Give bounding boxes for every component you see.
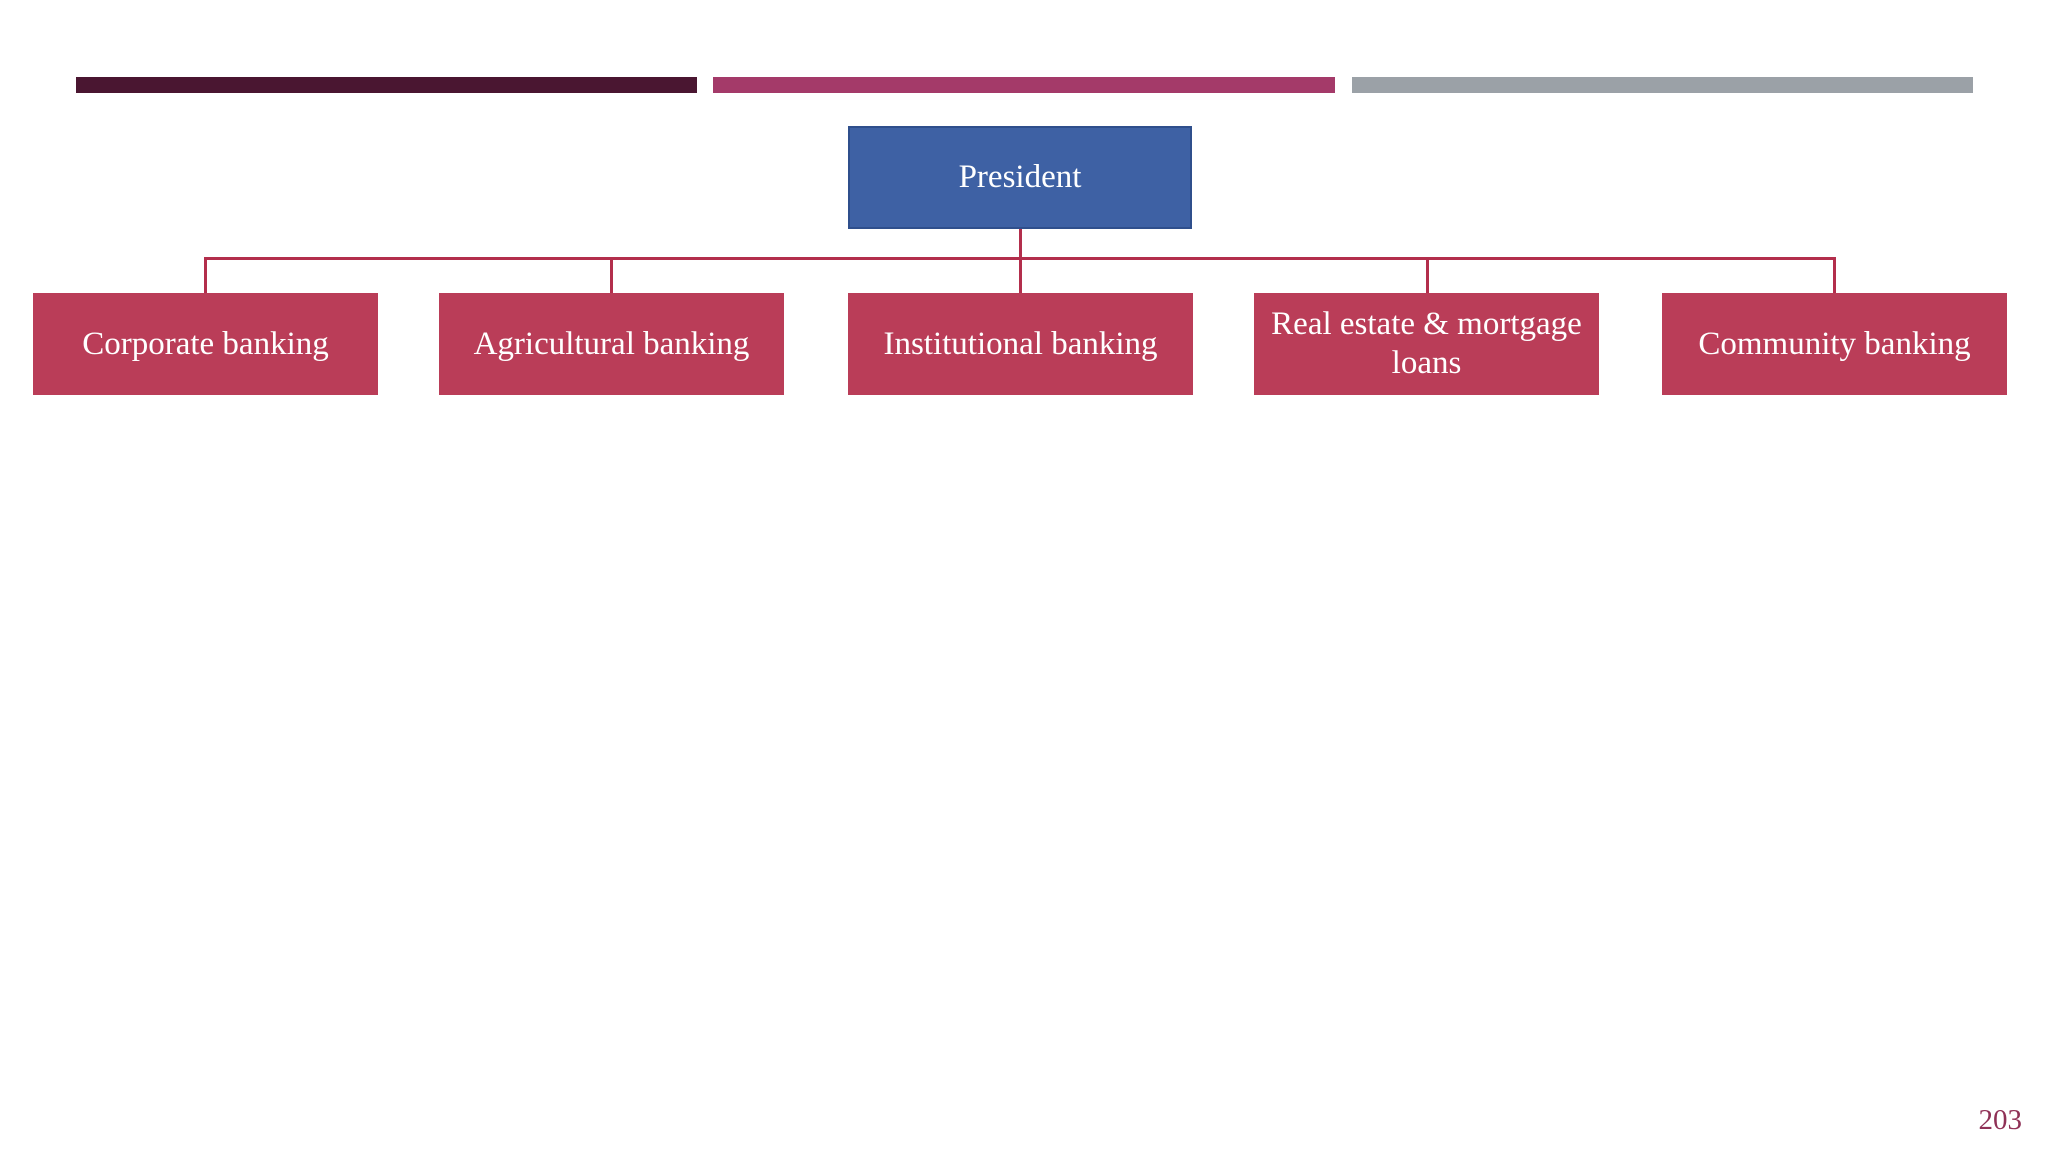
org-node-real-estate-mortgage-loans-label: Real estate & mortgage loans: [1271, 306, 1582, 381]
org-node-community-banking-label: Community banking: [1698, 325, 1971, 362]
connector-drop-agricultural: [610, 258, 613, 294]
org-node-community-banking: Community banking: [1662, 293, 2007, 395]
org-node-corporate-banking-label: Corporate banking: [82, 325, 329, 362]
org-node-agricultural-banking-label: Agricultural banking: [473, 325, 750, 362]
org-node-institutional-banking-label: Institutional banking: [883, 325, 1158, 362]
org-node-corporate-banking: Corporate banking: [33, 293, 378, 395]
header-bar-gray: [1352, 77, 1973, 93]
org-node-institutional-banking: Institutional banking: [848, 293, 1193, 395]
header-bar-dark: [76, 77, 697, 93]
connector-drop-real-estate: [1426, 258, 1429, 294]
connector-drop-community: [1833, 258, 1836, 294]
org-node-real-estate-mortgage-loans: Real estate & mortgage loans: [1254, 293, 1599, 395]
org-node-president-label: President: [958, 159, 1082, 196]
page-number: 203: [1978, 1104, 2023, 1136]
connector-drop-institutional: [1019, 258, 1022, 294]
org-node-president: President: [848, 126, 1192, 229]
connector-drop-corporate: [204, 258, 207, 294]
org-node-agricultural-banking: Agricultural banking: [439, 293, 784, 395]
header-bar-magenta: [713, 77, 1335, 93]
connector-president-stub: [1019, 229, 1022, 259]
